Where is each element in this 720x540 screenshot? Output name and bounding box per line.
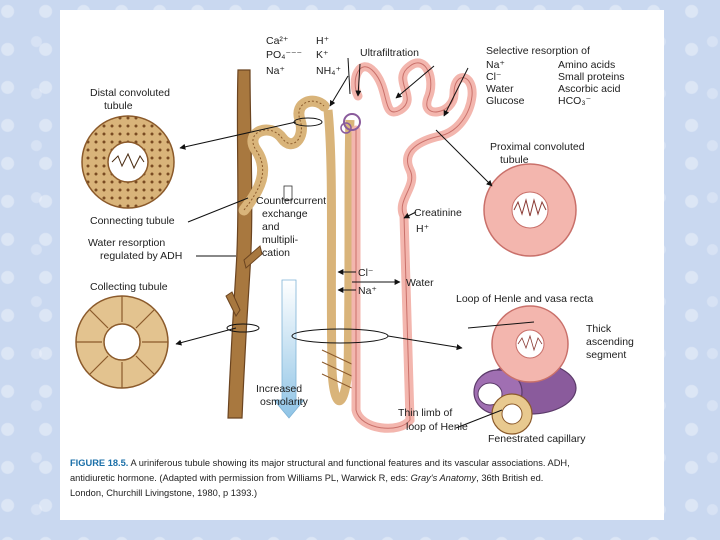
collecting-cross-section	[75, 295, 169, 389]
label-sel-col1-1: Cl⁻	[486, 71, 502, 83]
label-sel-col2-2: Ascorbic acid	[558, 83, 621, 95]
caption-line-3: London, Churchill Livingstone, 1980, p 1…	[70, 488, 258, 498]
label-collecting: Collecting tubule	[90, 281, 168, 293]
label-na-top: Na⁺	[266, 65, 285, 77]
label-thick-0: Thick	[586, 323, 612, 335]
label-distal-0: Distal convoluted	[90, 87, 170, 99]
caption-line-1: FIGURE 18.5. A uriniferous tubule showin…	[70, 456, 658, 471]
label-sel-col2-0: Amino acids	[558, 59, 615, 71]
label-thick-2: segment	[586, 349, 626, 361]
leader-arrows	[175, 57, 535, 429]
label-sel-col2-3: HCO₃⁻	[558, 95, 592, 107]
label-ultrafiltration: Ultrafiltration	[360, 47, 419, 59]
caption-text-2b: , 36th British ed.	[476, 473, 544, 483]
label-countercurrent-1: exchange	[262, 208, 308, 220]
figure-panel: Ca²⁺ PO₄⁻⁻⁻ Na⁺ H⁺ K⁺ NH₄⁺ Ultrafiltrati…	[60, 10, 664, 520]
caption-text-2: antidiuretic hormone. (Adapted with perm…	[70, 473, 411, 483]
label-proximal-0: Proximal convoluted	[490, 141, 585, 153]
label-increased-1: osmolarity	[260, 396, 309, 408]
label-countercurrent-3: multipli-	[262, 234, 299, 246]
label-sel-col1-3: Glucose	[486, 95, 525, 107]
caption-line-2: antidiuretic hormone. (Adapted with perm…	[70, 471, 658, 486]
label-water-resorption-1: regulated by ADH	[100, 250, 182, 262]
label-thin-1: loop of Henle	[406, 421, 468, 433]
nephron-diagram: Ca²⁺ PO₄⁻⁻⁻ Na⁺ H⁺ K⁺ NH₄⁺ Ultrafiltrati…	[75, 35, 634, 445]
distal-cross-section	[81, 115, 175, 209]
label-countercurrent-2: and	[262, 221, 280, 233]
label-countercurrent-4: cation	[262, 247, 290, 259]
label-increased-0: Increased	[256, 383, 302, 395]
label-fenestrated: Fenestrated capillary	[488, 433, 586, 445]
label-sel-col2-1: Small proteins	[558, 71, 625, 83]
proximal-tubule	[340, 58, 477, 433]
label-sel-col1-0: Na⁺	[486, 59, 505, 71]
label-k-top: K⁺	[316, 49, 329, 61]
label-thin-0: Thin limb of	[398, 407, 452, 419]
label-h-mid: H⁺	[416, 223, 430, 235]
label-selective-title: Selective resorption of	[486, 45, 590, 57]
section-ring-middle	[291, 328, 389, 344]
label-countercurrent-0: Countercurrent	[256, 195, 326, 207]
caption-italic-title: Gray's Anatomy	[410, 473, 477, 483]
proximal-cross-section	[483, 163, 577, 257]
label-cl-mid: Cl⁻	[358, 267, 374, 279]
label-creatinine: Creatinine	[414, 207, 462, 219]
caption-figure-label: FIGURE 18.5.	[70, 458, 129, 468]
section-ring-top	[293, 117, 323, 127]
label-sel-col1-2: Water	[486, 83, 514, 95]
loop-of-henle	[321, 109, 357, 406]
section-ring-left	[226, 323, 260, 333]
label-proximal-1: tubule	[500, 154, 529, 166]
label-h-top: H⁺	[316, 35, 330, 47]
osmolarity-arrow	[273, 185, 305, 419]
label-nh4: NH₄⁺	[316, 65, 341, 77]
label-po4: PO₄⁻⁻⁻	[266, 49, 303, 61]
label-connecting: Connecting tubule	[90, 215, 175, 227]
label-thick-1: ascending	[586, 336, 634, 348]
vasa-recta-cross-section	[473, 305, 577, 435]
figure-caption: FIGURE 18.5. A uriniferous tubule showin…	[70, 456, 658, 501]
distal-tubule	[238, 95, 330, 216]
label-loop-henle: Loop of Henle and vasa recta	[456, 293, 593, 305]
label-na-mid: Na⁺	[358, 285, 377, 297]
label-ca: Ca²⁺	[266, 35, 289, 47]
label-water-resorption-0: Water resorption	[88, 237, 165, 249]
label-water: Water	[406, 277, 434, 289]
label-distal-1: tubule	[104, 100, 133, 112]
caption-text-1: A uriniferous tubule showing its major s…	[128, 458, 570, 468]
collecting-duct	[225, 69, 263, 419]
